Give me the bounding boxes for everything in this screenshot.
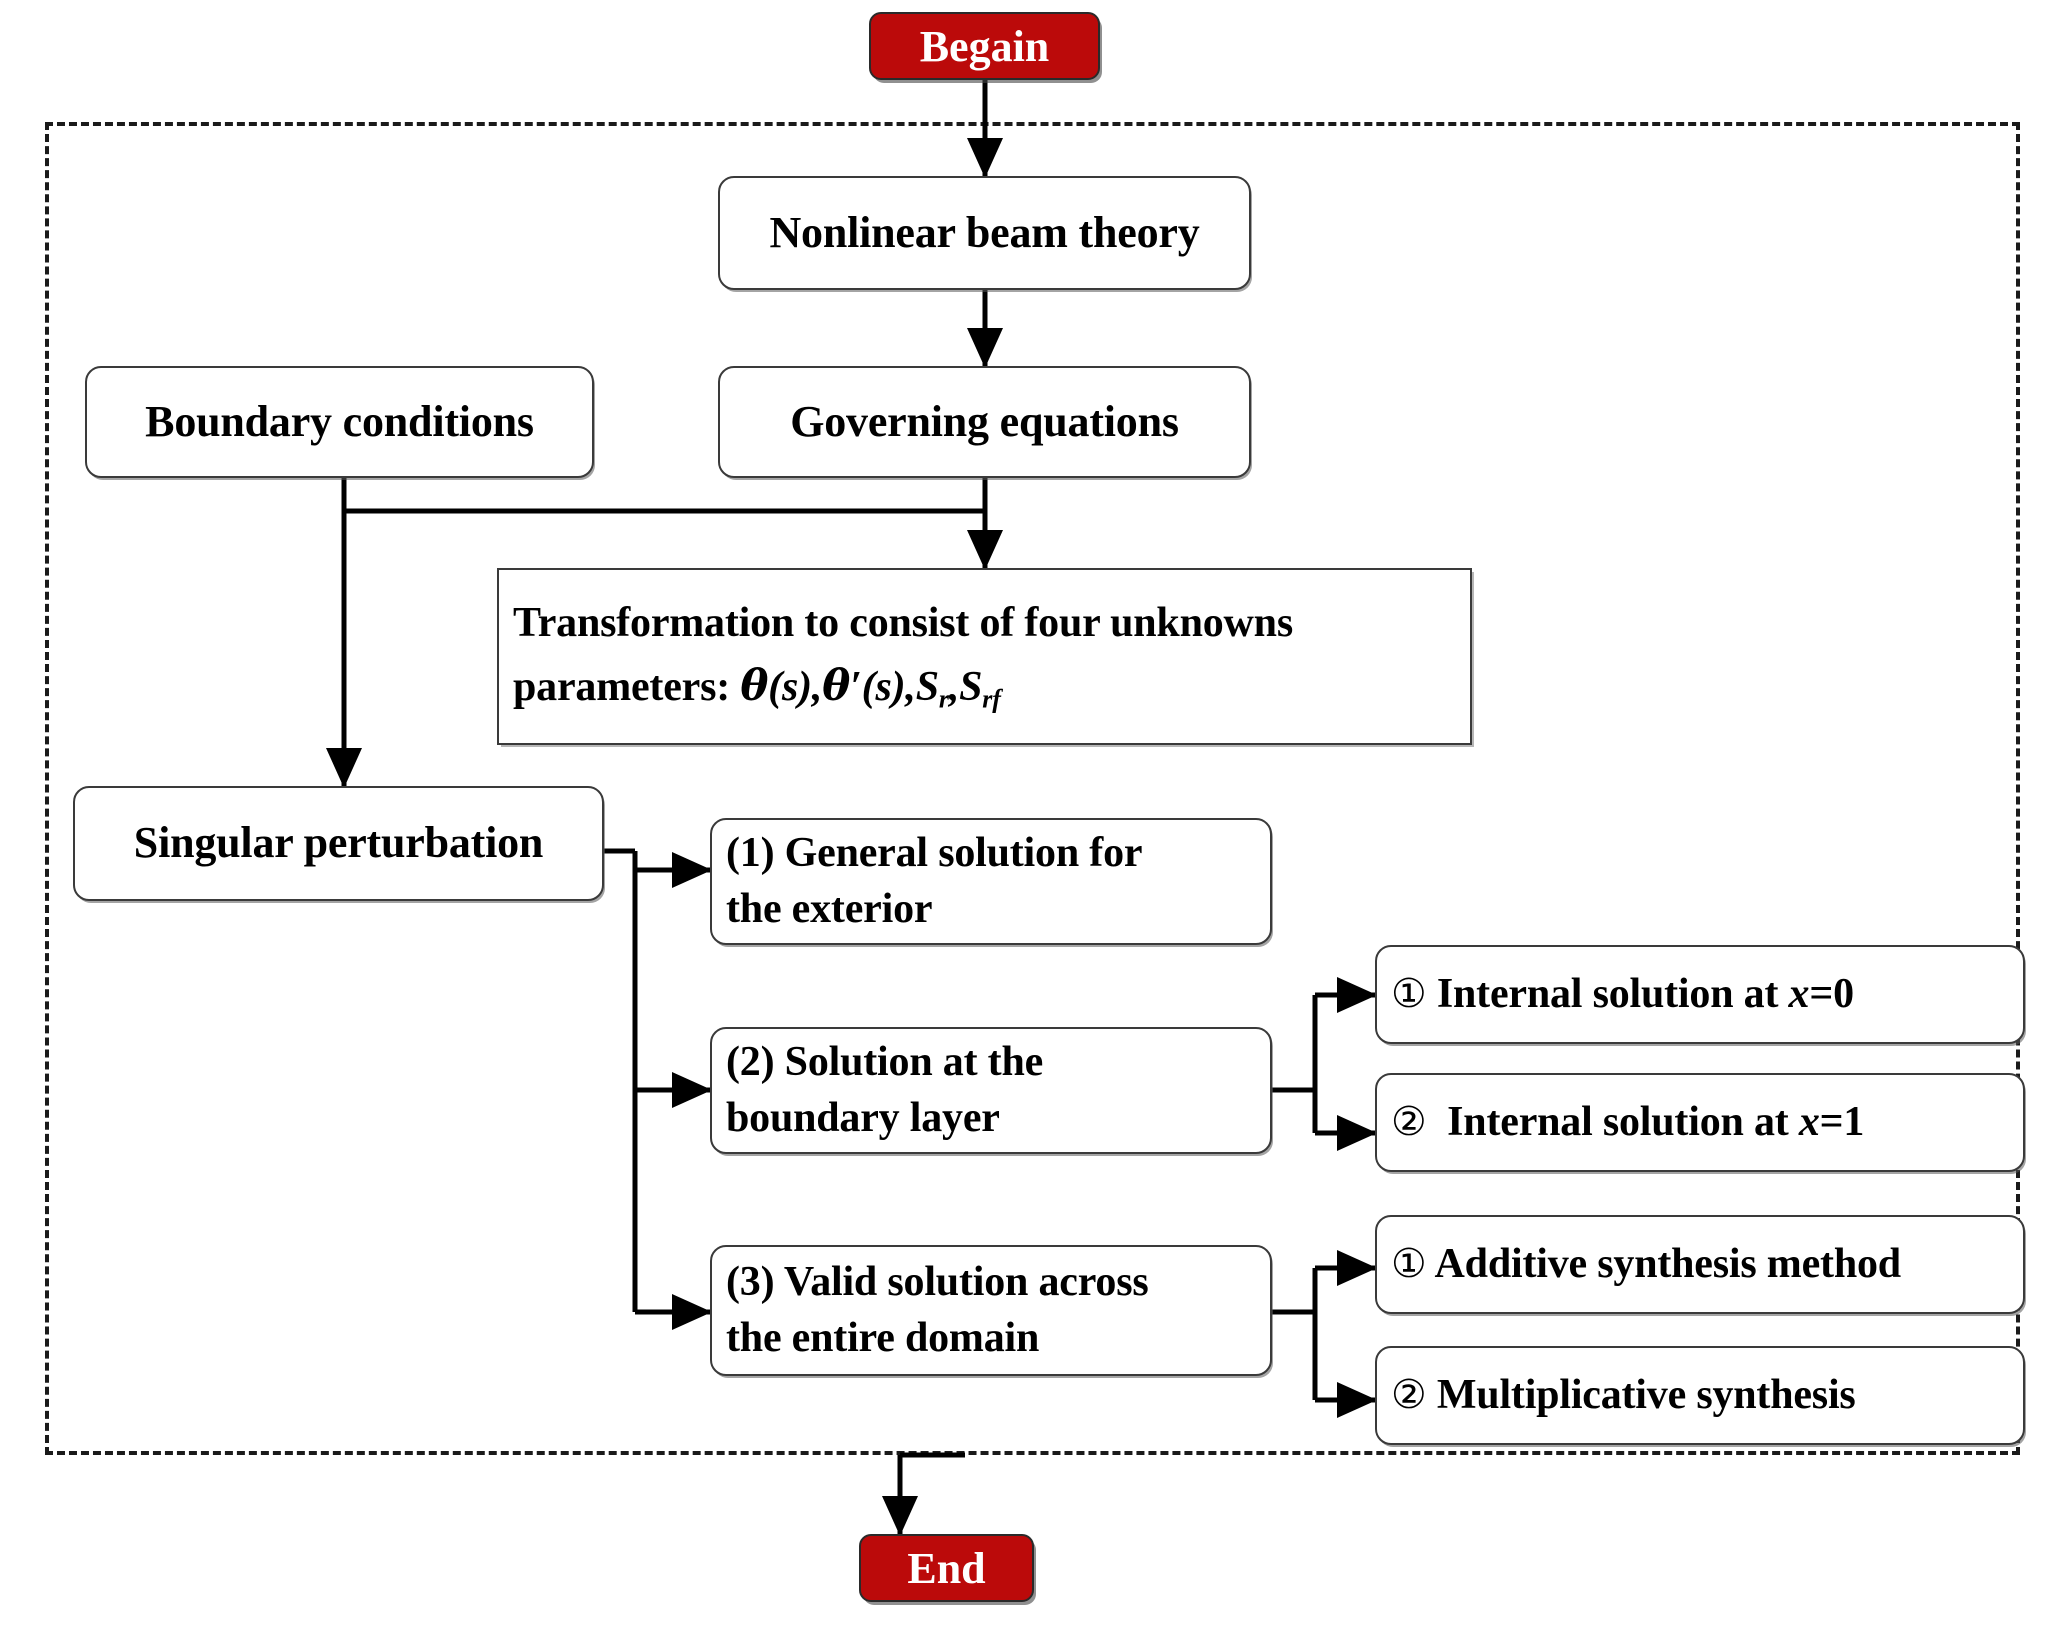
node-nonlinear-beam-theory-label: Nonlinear beam theory (769, 207, 1200, 257)
start-terminal[interactable]: Begain (869, 12, 1100, 80)
node-boundary-conditions[interactable]: Boundary conditions (85, 366, 594, 478)
node-internal-solution-x1[interactable]: ② Internal solution at x=1 (1375, 1073, 2025, 1172)
node-step1-line2: the exterior (726, 885, 933, 932)
node-step2-line2: boundary layer (726, 1094, 1000, 1141)
node-singular-perturbation-label: Singular perturbation (133, 818, 544, 868)
node-internal-solution-x0[interactable]: ① Internal solution at x=0 (1375, 945, 2025, 1044)
process-region-boundary (45, 122, 2020, 1455)
node-boundary-conditions-label: Boundary conditions (145, 396, 534, 446)
node-step3-line1: (3) Valid solution across (726, 1259, 1149, 1306)
node-singular-perturbation[interactable]: Singular perturbation (73, 786, 604, 901)
node-step1-general-solution[interactable]: (1) General solution for the exterior (710, 818, 1272, 945)
end-terminal[interactable]: End (859, 1534, 1034, 1602)
circled-two-icon-2: ② (1391, 1371, 1427, 1418)
node-step2-line1: (2) Solution at the (726, 1039, 1044, 1086)
node-step2-boundary-layer[interactable]: (2) Solution at the boundary layer (710, 1027, 1272, 1154)
node-nonlinear-beam-theory[interactable]: Nonlinear beam theory (718, 176, 1251, 290)
node-internal-solution-x0-label: ① Internal solution at x=0 (1391, 970, 1854, 1017)
node-transformation-line1: Transformation to consist of four unknow… (513, 600, 1293, 647)
node-multiplicative-synthesis-label: ② Multiplicative synthesis (1391, 1371, 1856, 1418)
node-step3-valid-solution[interactable]: (3) Valid solution across the entire dom… (710, 1245, 1272, 1376)
node-additive-synthesis[interactable]: ① Additive synthesis method (1375, 1215, 2025, 1314)
circled-one-icon-2: ① (1391, 1240, 1427, 1287)
node-transformation[interactable]: Transformation to consist of four unknow… (497, 568, 1472, 745)
node-transformation-line2: parameters: θ(s),θ′(s),Sr,Srf (513, 658, 1470, 717)
node-multiplicative-synthesis[interactable]: ② Multiplicative synthesis (1375, 1346, 2025, 1445)
node-governing-equations[interactable]: Governing equations (718, 366, 1251, 478)
node-transformation-line2-prefix: parameters: (513, 663, 741, 710)
end-terminal-label: End (907, 1543, 986, 1593)
circled-one-icon: ① (1391, 970, 1427, 1017)
node-step1-line1: (1) General solution for (726, 830, 1143, 877)
start-terminal-label: Begain (919, 21, 1050, 71)
math-parameters-expression: θ(s),θ′(s),Sr,Srf (740, 660, 1001, 714)
node-step3-line2: the entire domain (726, 1314, 1040, 1361)
circled-two-icon: ② (1391, 1098, 1427, 1145)
node-additive-synthesis-label: ① Additive synthesis method (1391, 1240, 1901, 1287)
node-governing-equations-label: Governing equations (790, 396, 1179, 446)
node-internal-solution-x1-label: ② Internal solution at x=1 (1391, 1098, 1865, 1145)
